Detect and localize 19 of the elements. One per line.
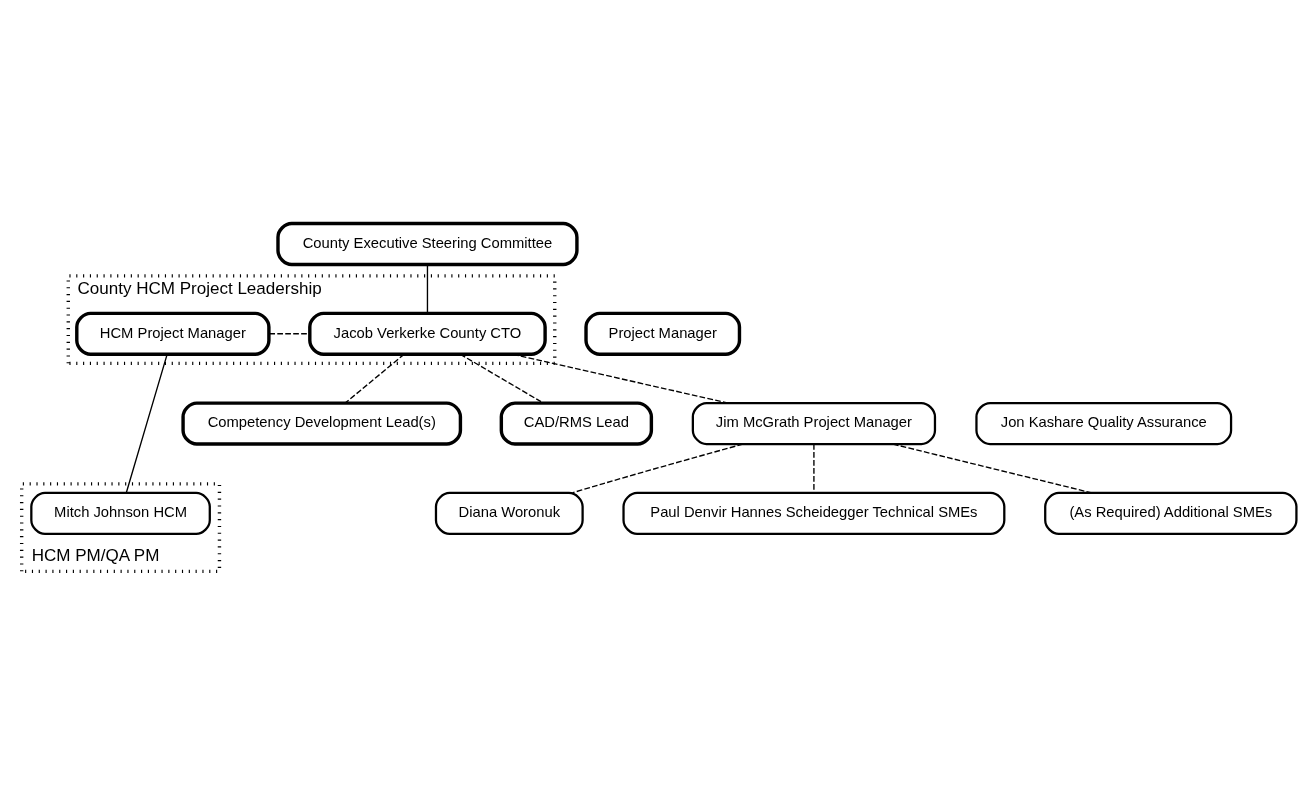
connector (125, 353, 168, 493)
connector (459, 353, 545, 404)
node-box: Paul Denvir Hannes Scheidegger Technical SMEs (622, 491, 1006, 535)
connector (426, 263, 429, 314)
node-box: Jim McGrath Project Manager (691, 401, 937, 445)
node-box: Project Manager (584, 311, 742, 356)
node-box: Competency Development Lead(s) (181, 400, 463, 446)
node-box: County Executive Steering Committee (276, 221, 579, 266)
node-box: CAD/RMS Lead (499, 400, 654, 446)
node-box: Diana Woronuk (434, 491, 584, 535)
node-box: (As Required) Additional SMEs (1044, 491, 1298, 535)
node-box: Mitch Johnson HCM (30, 491, 211, 535)
node-box: Jon Kashare Quality Assurance (975, 401, 1233, 445)
connector (344, 353, 405, 404)
node-box: Jacob Verkerke County CTO (308, 311, 547, 356)
connector (571, 443, 744, 493)
connector (892, 443, 1093, 494)
node-box: HCM Project Manager (75, 311, 271, 356)
connector (512, 353, 730, 404)
